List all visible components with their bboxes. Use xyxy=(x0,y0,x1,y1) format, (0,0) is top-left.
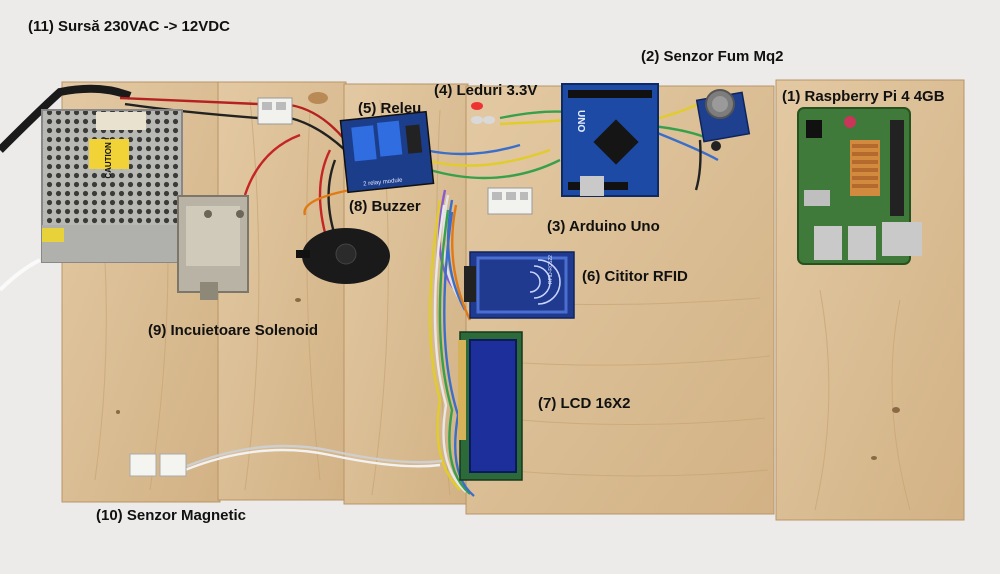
wood-knot xyxy=(295,298,301,302)
relay-module: 2 relay module xyxy=(339,110,435,194)
terminal-block xyxy=(257,97,293,125)
wood-knot xyxy=(116,410,120,414)
leds xyxy=(471,102,495,124)
buzzer xyxy=(296,228,390,284)
label-smoke-sensor: (2) Senzor Fum Mq2 xyxy=(641,48,784,65)
arduino-uno: UNO xyxy=(561,83,659,197)
arduino-text: UNO xyxy=(575,110,586,132)
caution-sticker xyxy=(89,139,129,169)
wires xyxy=(119,96,719,497)
rfid-text: RFID-RC522 xyxy=(548,255,554,284)
solenoid-lock xyxy=(177,195,249,300)
label-raspberry-pi: (1) Raspberry Pi 4 4GB xyxy=(782,88,945,105)
wood-knot xyxy=(871,456,877,460)
smoke-sensor xyxy=(695,89,751,151)
label-rfid: (6) Cititor RFID xyxy=(582,268,688,285)
lcd-display xyxy=(458,331,523,481)
label-power-supply: (11) Sursă 230VAC -> 12VDC xyxy=(28,18,230,35)
wood-knot xyxy=(308,92,328,104)
label-arduino: (3) Arduino Uno xyxy=(547,218,660,235)
white-cable xyxy=(0,258,41,292)
label-solenoid: (9) Incuietoare Solenoid xyxy=(148,322,319,339)
rfid-reader: RFID-RC522 xyxy=(464,251,575,319)
psu-warning-text: CAUTION ! xyxy=(104,137,113,178)
magnetic-sensor xyxy=(129,453,187,477)
mains-cable xyxy=(0,84,132,153)
label-relay: (5) Releu xyxy=(358,100,422,117)
power-supply: CAUTION ! xyxy=(41,109,183,263)
raspberry-pi xyxy=(797,107,922,265)
label-buzzer: (8) Buzzer xyxy=(349,198,421,215)
terminal-block-2 xyxy=(487,187,533,215)
label-leds: (4) Leduri 3.3V xyxy=(434,82,538,99)
wood-knot xyxy=(892,407,900,413)
label-lcd: (7) LCD 16X2 xyxy=(538,395,631,412)
label-magnetic-sensor: (10) Senzor Magnetic xyxy=(96,507,247,524)
relay-module-text: 2 relay module xyxy=(363,177,403,187)
